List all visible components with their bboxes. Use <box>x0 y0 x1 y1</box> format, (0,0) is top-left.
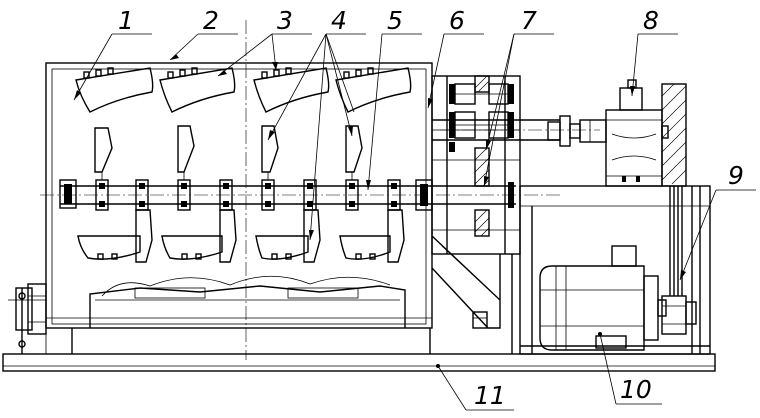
electric-motor <box>539 245 667 351</box>
trough-housing <box>45 62 488 354</box>
callout-5: 5 <box>387 6 403 35</box>
main-shaft <box>40 179 560 211</box>
callout-2: 2 <box>203 6 219 35</box>
callout-11: 11 <box>474 381 506 410</box>
callout-10: 10 <box>620 375 652 404</box>
left-bearing <box>8 179 77 354</box>
callout-8: 8 <box>643 6 659 35</box>
base-frame <box>2 185 716 372</box>
callout-7: 7 <box>521 6 537 35</box>
leader-lines <box>73 33 756 411</box>
callout-1: 1 <box>118 6 134 35</box>
upper-paddles <box>75 67 412 180</box>
hatch <box>474 75 490 237</box>
callout-3: 3 <box>277 6 293 35</box>
callout-9: 9 <box>728 161 744 190</box>
lower-paddles <box>77 209 405 263</box>
coupling-gearbox <box>547 79 669 187</box>
leader-arrowheads <box>74 54 686 368</box>
belt-drive <box>661 83 697 335</box>
seal-housing <box>431 75 600 354</box>
callout-numbers: 1 2 3 4 5 6 7 8 9 10 11 <box>118 6 744 410</box>
callout-6: 6 <box>449 6 465 35</box>
callout-4: 4 <box>331 6 347 35</box>
